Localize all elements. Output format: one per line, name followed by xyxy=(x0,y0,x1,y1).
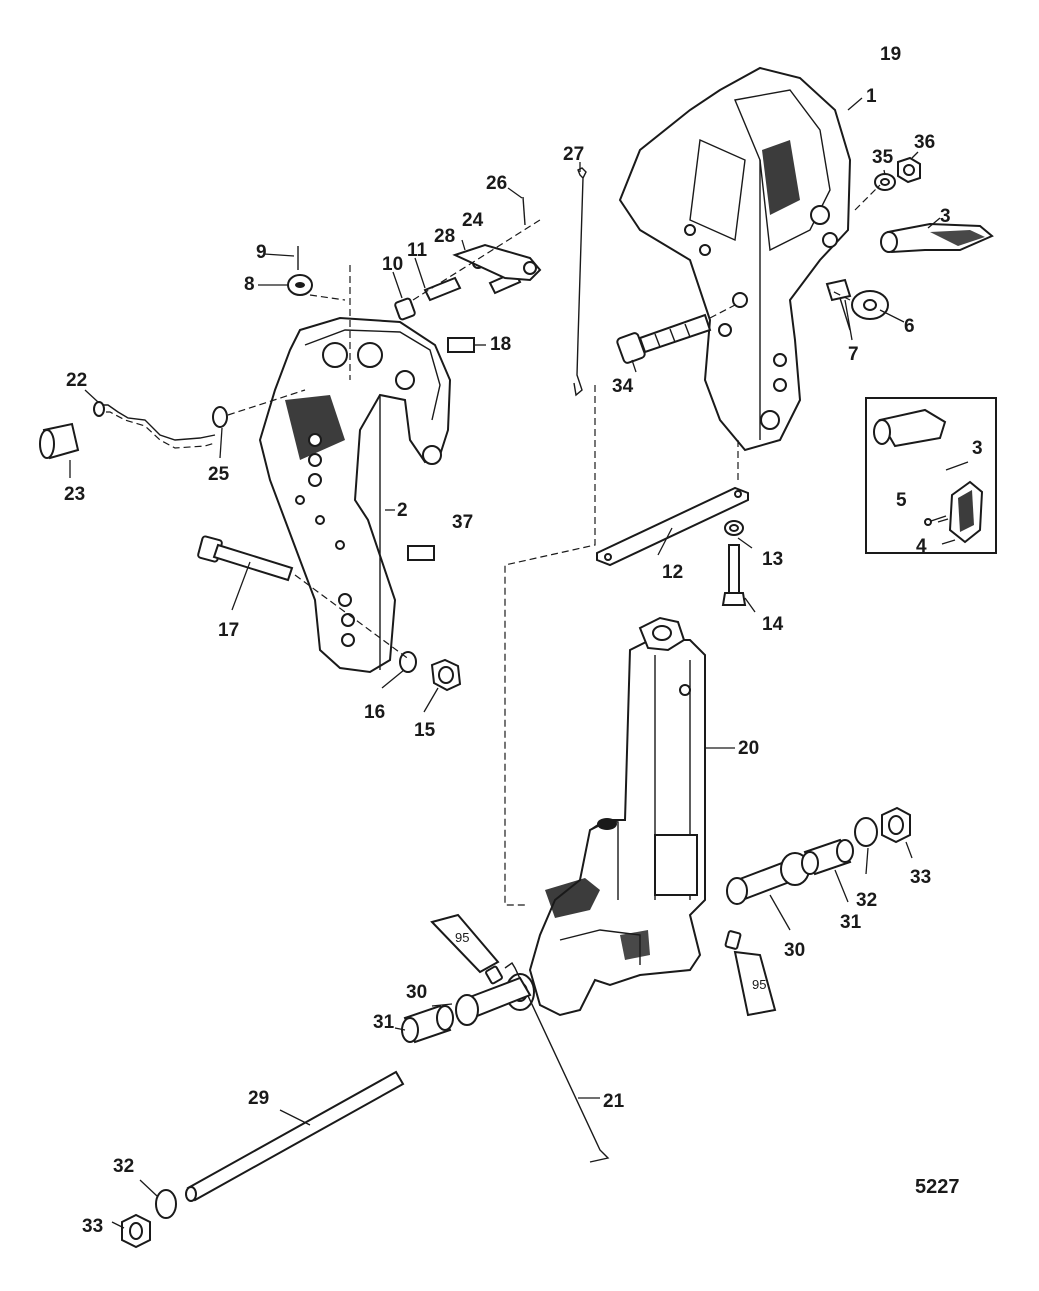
inset-box xyxy=(865,397,997,554)
tilt-tube xyxy=(185,1070,405,1202)
callout-4: 4 xyxy=(916,536,927,557)
washer xyxy=(399,651,417,673)
callout-6: 6 xyxy=(904,316,915,337)
knob xyxy=(39,422,80,460)
bushing-flanged xyxy=(455,976,532,1026)
callout-29: 29 xyxy=(248,1088,269,1109)
callout-37: 37 xyxy=(452,512,473,533)
leader-lines xyxy=(69,97,969,1229)
bolt xyxy=(825,278,852,331)
bushing-flanged xyxy=(726,852,810,905)
tube-label: 95 xyxy=(455,930,469,945)
bushing xyxy=(401,1004,454,1044)
fitting-box xyxy=(447,337,475,353)
callout-32-left: 32 xyxy=(113,1156,134,1177)
callout-18: 18 xyxy=(490,334,511,355)
nut xyxy=(897,156,921,184)
callout-7: 7 xyxy=(848,344,859,365)
washer xyxy=(854,817,878,847)
callout-3-inset: 3 xyxy=(972,438,983,459)
callout-14: 14 xyxy=(762,614,784,635)
callout-20: 20 xyxy=(738,738,759,759)
tilt-cylinder xyxy=(505,616,706,1017)
bolt xyxy=(721,544,747,606)
bushing xyxy=(801,838,854,876)
washer xyxy=(155,1189,177,1219)
tilt-rod xyxy=(573,167,587,397)
callout-9: 9 xyxy=(256,242,267,263)
grease-tube: 95 xyxy=(430,913,503,985)
tube-label: 95 xyxy=(752,977,766,992)
callout-36: 36 xyxy=(914,132,935,153)
callout-15: 15 xyxy=(414,720,436,741)
pin xyxy=(522,196,526,226)
callout-34: 34 xyxy=(612,376,634,397)
callout-28: 28 xyxy=(434,226,455,247)
nut xyxy=(121,1213,151,1249)
tilt-tube xyxy=(596,486,749,567)
tilt-lock-lever xyxy=(880,222,994,254)
callout-8: 8 xyxy=(244,274,255,295)
washer xyxy=(212,406,228,428)
callout-35: 35 xyxy=(872,147,894,168)
callout-25: 25 xyxy=(208,464,230,485)
nut xyxy=(881,806,911,844)
callout-19: 19 xyxy=(880,44,901,65)
callout-26: 26 xyxy=(486,173,507,194)
bolt xyxy=(616,313,712,364)
washer xyxy=(874,173,896,191)
callout-27: 27 xyxy=(563,144,584,165)
callout-32: 32 xyxy=(856,890,877,911)
figure-id: 5227 xyxy=(915,1176,960,1198)
callout-5: 5 xyxy=(896,490,907,511)
callout-21: 21 xyxy=(603,1091,625,1112)
callout-1: 1 xyxy=(866,86,877,107)
clamp-bracket xyxy=(258,316,452,674)
callouts: 19 1 36 35 3 7 6 34 27 26 24 28 11 10 9 … xyxy=(64,44,983,1237)
callout-11: 11 xyxy=(407,240,428,261)
callout-16: 16 xyxy=(364,702,385,723)
washer xyxy=(724,520,744,536)
callout-33: 33 xyxy=(910,867,931,888)
washer xyxy=(851,290,889,320)
bushing xyxy=(394,297,416,321)
callout-31-left: 31 xyxy=(373,1012,395,1033)
callout-3: 3 xyxy=(940,206,951,227)
bolt xyxy=(197,535,294,582)
callout-22: 22 xyxy=(66,370,87,391)
callout-10: 10 xyxy=(382,254,403,275)
callout-12: 12 xyxy=(662,562,683,583)
callout-13: 13 xyxy=(762,549,783,570)
callout-31: 31 xyxy=(840,912,862,933)
callout-33-left: 33 xyxy=(82,1216,103,1237)
callout-24: 24 xyxy=(462,210,484,231)
grease-tube: 95 xyxy=(724,930,777,1017)
swivel-bracket xyxy=(618,66,852,452)
pin xyxy=(423,276,462,302)
assembly-lines xyxy=(227,184,881,906)
callout-23: 23 xyxy=(64,484,85,505)
tilt-rod xyxy=(504,961,610,1163)
callout-2: 2 xyxy=(397,500,408,521)
washer xyxy=(287,274,313,296)
callout-17: 17 xyxy=(218,620,239,641)
callout-30-left: 30 xyxy=(406,982,427,1003)
callout-30: 30 xyxy=(784,940,805,961)
actuator-pin xyxy=(452,243,542,295)
fitting-box xyxy=(407,545,435,561)
nut xyxy=(430,658,462,692)
tilt-lever xyxy=(93,401,216,449)
